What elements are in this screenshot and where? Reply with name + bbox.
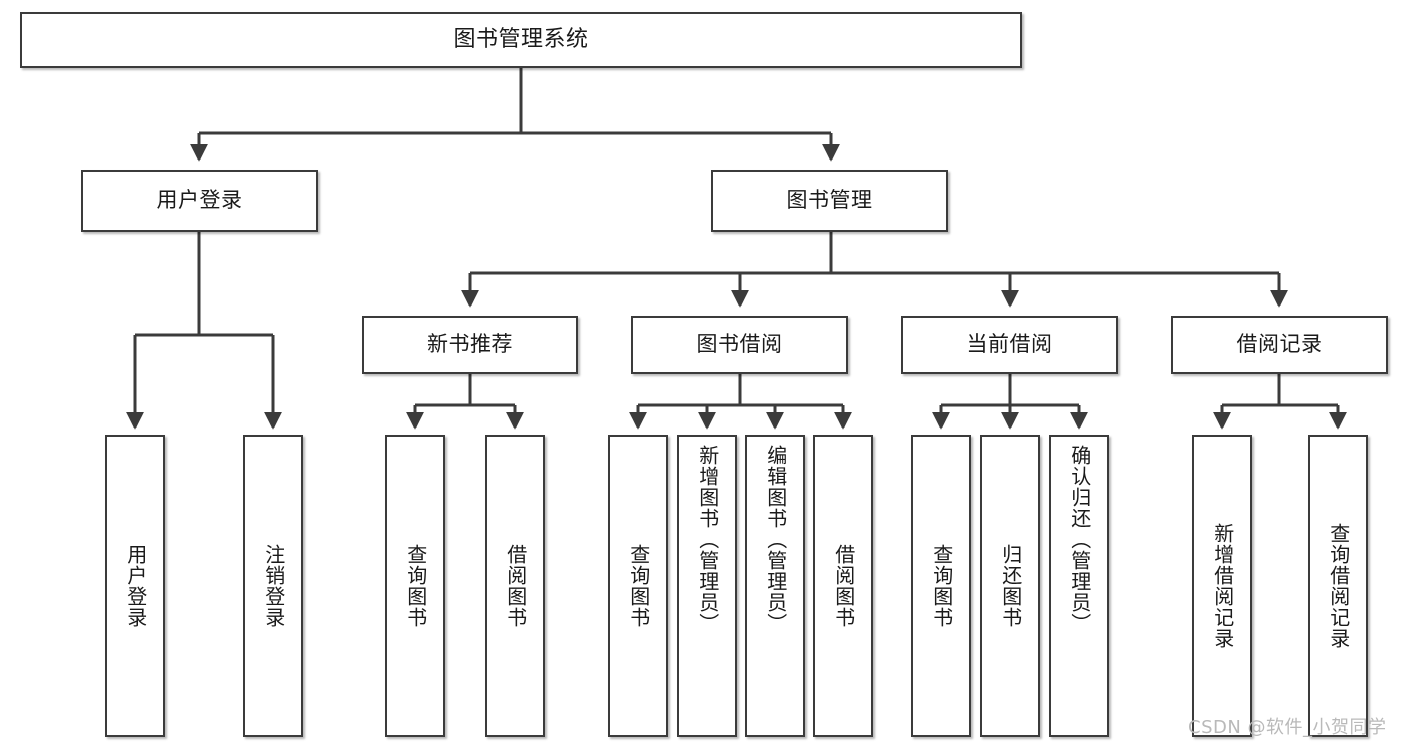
node-leaf-confirm-return[interactable]: 确认归还（管理员）	[1049, 435, 1109, 737]
node-label: 图书管理	[786, 188, 873, 213]
node-new-book-recommend[interactable]: 新书推荐	[362, 316, 578, 374]
csdn-watermark: CSDN @软件_小贺同学	[1188, 717, 1387, 738]
node-borrow-record[interactable]: 借阅记录	[1171, 316, 1388, 374]
node-current-borrow[interactable]: 当前借阅	[901, 316, 1118, 374]
node-label: 确认归还（管理员）	[1067, 445, 1092, 634]
node-label: 新书推荐	[427, 332, 513, 357]
node-label: 注销登录	[261, 544, 286, 628]
node-leaf-add-record[interactable]: 新增借阅记录	[1192, 435, 1252, 737]
node-leaf-edit-book[interactable]: 编辑图书（管理员）	[745, 435, 805, 737]
node-leaf-query-book-1[interactable]: 查询图书	[385, 435, 445, 737]
node-leaf-borrow-book-2[interactable]: 借阅图书	[813, 435, 873, 737]
node-leaf-query-book-2[interactable]: 查询图书	[608, 435, 668, 737]
node-label: 查询图书	[626, 544, 651, 628]
node-user-login[interactable]: 用户登录	[81, 170, 318, 232]
node-label: 用户登录	[156, 188, 243, 213]
node-label: 借阅图书	[831, 544, 856, 628]
node-label: 查询图书	[403, 544, 428, 628]
node-leaf-add-book[interactable]: 新增图书（管理员）	[677, 435, 737, 737]
node-label: 查询图书	[929, 544, 954, 628]
node-leaf-logout-login[interactable]: 注销登录	[243, 435, 303, 737]
node-label: 新增借阅记录	[1210, 523, 1235, 649]
node-label: 借阅记录	[1236, 332, 1323, 357]
node-label: 编辑图书（管理员）	[763, 445, 788, 634]
node-label: 用户登录	[123, 544, 148, 628]
node-leaf-user-login[interactable]: 用户登录	[105, 435, 165, 737]
node-label: 借阅图书	[503, 544, 528, 628]
node-leaf-return-book[interactable]: 归还图书	[980, 435, 1040, 737]
node-leaf-query-book-3[interactable]: 查询图书	[911, 435, 971, 737]
node-label: 新增图书（管理员）	[695, 445, 720, 634]
node-label: 查询借阅记录	[1326, 523, 1351, 649]
node-leaf-query-record[interactable]: 查询借阅记录	[1308, 435, 1368, 737]
node-label: 当前借阅	[966, 332, 1053, 357]
node-book-management[interactable]: 图书管理	[711, 170, 948, 232]
node-label: 图书借阅	[696, 332, 783, 357]
node-label: 图书管理系统	[453, 26, 589, 52]
node-label: 归还图书	[998, 544, 1023, 628]
node-book-borrow[interactable]: 图书借阅	[631, 316, 848, 374]
node-root-system[interactable]: 图书管理系统	[20, 12, 1022, 68]
node-leaf-borrow-book-1[interactable]: 借阅图书	[485, 435, 545, 737]
